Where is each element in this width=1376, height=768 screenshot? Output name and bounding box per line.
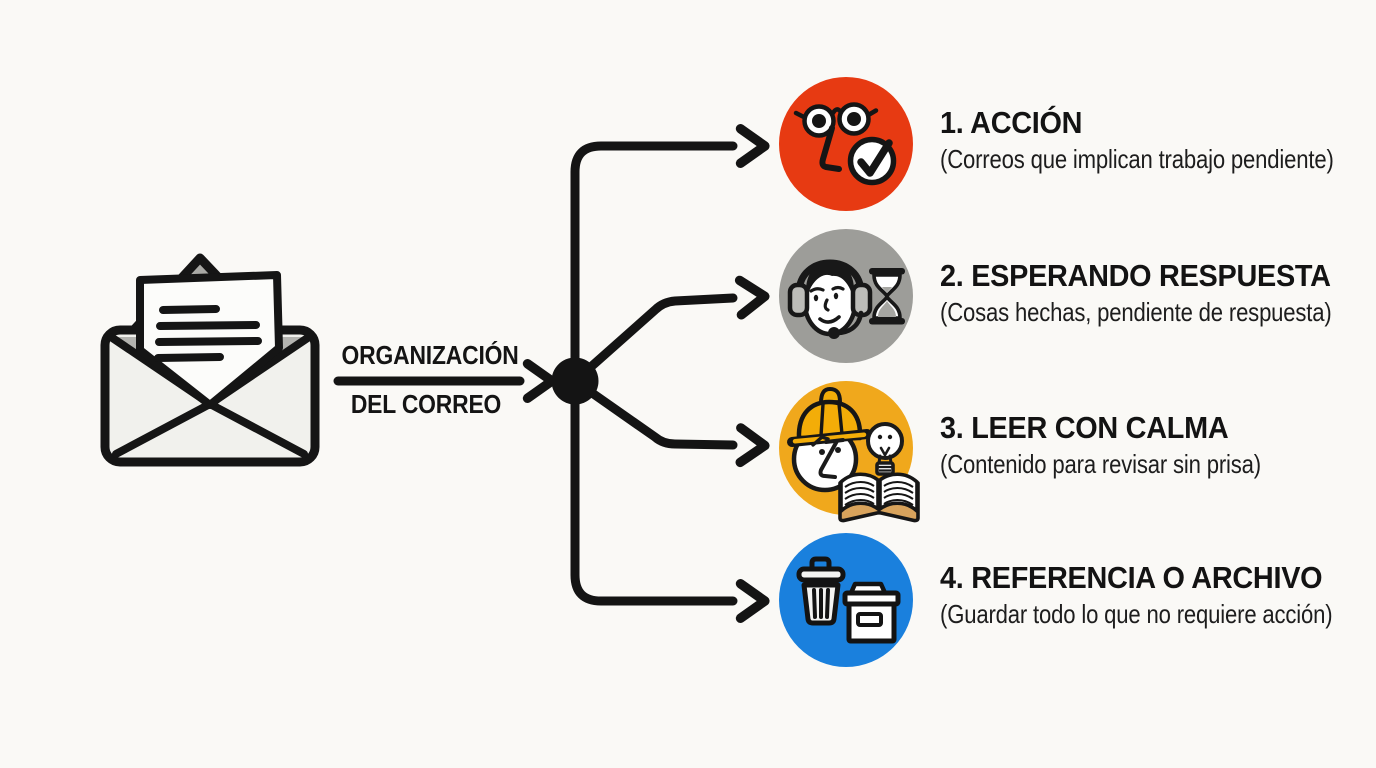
support-agent-with-hourglass-icon [779, 229, 913, 363]
category-title: 1. ACCIÓN [940, 105, 1083, 140]
flow-label-line1: ORGANIZACIÓN [341, 340, 519, 370]
flow-label-line2: DEL CORREO [350, 389, 502, 419]
face-with-glasses-and-checkmark-icon [779, 77, 913, 211]
category-title: 2. ESPERANDO RESPUESTA [940, 258, 1331, 293]
category-subtitle: (Cosas hechas, pendiente de respuesta) [940, 297, 1332, 327]
node-referencia-o-archivo [779, 533, 929, 683]
hardhat-face-lightbulb-open-book-icon [779, 381, 920, 523]
category-title: 4. REFERENCIA O ARCHIVO [940, 560, 1323, 595]
category-subtitle: (Contenido para revisar sin prisa) [940, 449, 1261, 479]
trash-can-and-archive-box-icon [779, 533, 913, 667]
node-leer-con-calma [779, 381, 929, 531]
label-esperando-respuesta: 2. ESPERANDO RESPUESTA (Cosas hechas, pe… [940, 258, 1376, 328]
node-accion [779, 77, 929, 227]
label-referencia-o-archivo: 4. REFERENCIA O ARCHIVO (Guardar todo lo… [940, 560, 1376, 630]
open-envelope-icon [100, 253, 320, 467]
letter-text-lines [154, 305, 262, 362]
branch-3-arrow [570, 376, 770, 468]
branch-1-arrow [570, 124, 770, 386]
node-circle [779, 77, 913, 211]
junction-dot [551, 357, 599, 405]
branch-4-arrow [570, 376, 770, 623]
label-accion: 1. ACCIÓN (Correos que implican trabajo … [940, 105, 1376, 175]
node-esperando-respuesta [779, 229, 929, 379]
category-subtitle: (Guardar todo lo que no requiere acción) [940, 599, 1333, 629]
category-title: 3. LEER CON CALMA [940, 410, 1229, 445]
label-leer-con-calma: 3. LEER CON CALMA (Contenido para revisa… [940, 410, 1318, 480]
category-subtitle: (Correos que implican trabajo pendiente) [940, 144, 1334, 174]
branch-2-arrow [570, 275, 770, 386]
